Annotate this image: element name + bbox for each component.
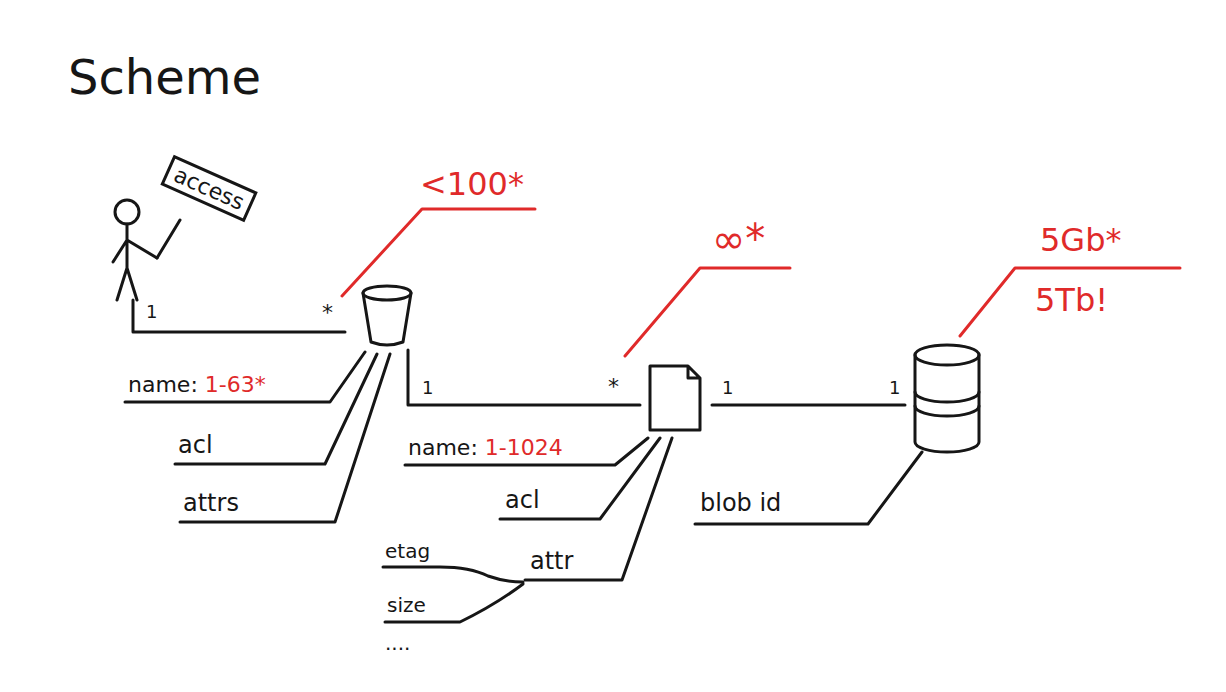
multiplicity-label: 1 <box>422 378 433 399</box>
sign-stick <box>157 220 180 258</box>
field-range: 1-1024 <box>485 435 563 460</box>
multiplicity-label: * <box>322 300 333 325</box>
field-label: blob id <box>700 490 781 518</box>
sub-field-label: size <box>387 594 426 617</box>
bucket-body <box>363 293 411 345</box>
file-shape <box>650 366 700 430</box>
multiplicity-label: 1 <box>722 378 733 399</box>
field-label: acl <box>505 487 540 515</box>
field-label: name: <box>128 372 198 397</box>
multiplicity-label: * <box>608 374 619 399</box>
multiplicity-label: 1 <box>889 378 900 399</box>
field-label: attr <box>530 548 573 576</box>
field-label: acl <box>178 432 213 460</box>
file-icon: ∞*name:1-1024aclattretagsize.... <box>640 358 712 436</box>
figure-head <box>115 200 139 224</box>
field-label: name: <box>408 435 478 460</box>
leader-line <box>383 567 523 582</box>
stick-figure: access <box>100 150 220 300</box>
bucket-icon: <100*name:1-63*aclattrs <box>345 283 425 350</box>
bucket-rim <box>363 286 411 300</box>
sub-field-label: etag <box>385 540 430 563</box>
callout-line <box>625 268 790 356</box>
count-callout: ∞* <box>712 216 765 262</box>
diagram-title: Scheme <box>68 50 261 105</box>
sub-field-label: .... <box>385 632 410 655</box>
connector-line <box>408 350 640 405</box>
leader-line <box>125 352 365 402</box>
database-bands <box>915 392 979 416</box>
callout-line <box>960 268 1180 336</box>
database-icon: 5Gb*5Tb!blob id <box>905 340 990 455</box>
callout-line <box>342 209 535 296</box>
database-body <box>915 355 979 452</box>
database-top <box>915 345 979 365</box>
count-callout: <100* <box>420 166 524 203</box>
size-callout: 5Gb* <box>1040 222 1121 259</box>
leader-line <box>385 584 523 622</box>
leader-line <box>175 354 377 464</box>
leader-line <box>695 452 922 524</box>
figure-body <box>113 224 157 300</box>
connector-line <box>712 404 905 407</box>
sign-text: access <box>160 155 258 223</box>
size-callout: 5Tb! <box>1035 282 1108 319</box>
multiplicity-label: 1 <box>146 302 157 323</box>
connector-line <box>133 300 345 332</box>
field-label: attrs <box>183 490 239 518</box>
field-range: 1-63* <box>205 372 266 397</box>
